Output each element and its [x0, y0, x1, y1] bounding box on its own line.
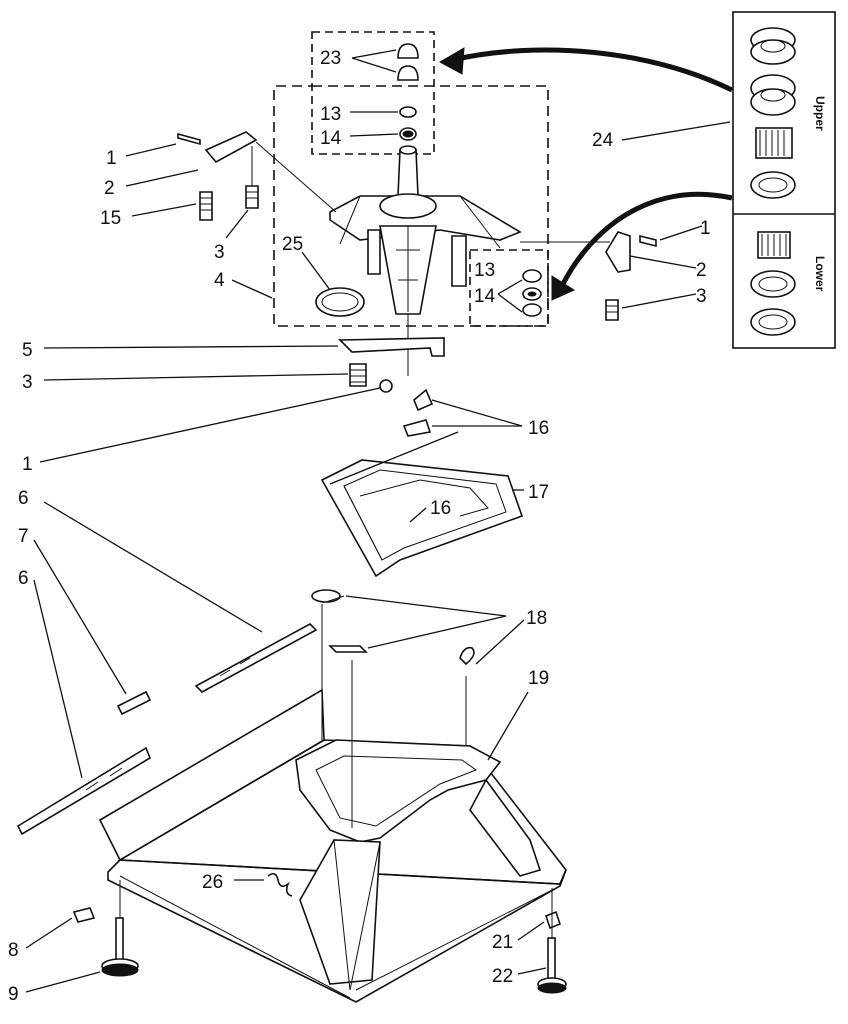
right-bracket-parts — [520, 231, 657, 321]
callout-13: 13 — [320, 104, 341, 125]
detail-box-23-13-14 — [311, 31, 435, 155]
callout-6: 6 — [18, 488, 29, 509]
callout-1: 1 — [106, 148, 117, 169]
callout-9: 9 — [8, 984, 19, 1005]
part-6-rail-upper — [194, 623, 318, 693]
part-22-leg — [537, 888, 567, 994]
part-1-bolt-lower — [379, 379, 393, 393]
part-21-nut — [545, 910, 561, 930]
callout-4: 4 — [214, 270, 225, 291]
callout-16-lower: 16 — [430, 498, 451, 519]
part-26-clip — [267, 872, 293, 897]
detail-box-13-14-right — [469, 249, 549, 327]
callout-14: 14 — [320, 128, 342, 149]
callout-8: 8 — [8, 940, 19, 961]
bearing-kit-box: Upper Lower — [732, 11, 836, 349]
part-17-platform — [320, 459, 524, 578]
leader-lines — [25, 49, 731, 993]
callout-13-right: 13 — [474, 260, 495, 281]
callout-25: 25 — [282, 234, 303, 255]
callout-3: 3 — [214, 242, 225, 263]
callout-24: 24 — [592, 130, 614, 151]
lower-bearing-set — [750, 231, 796, 336]
callout-19: 19 — [528, 668, 549, 689]
arrow-lower-to-14 — [551, 191, 733, 301]
callout-18: 18 — [526, 608, 547, 629]
callout-17: 17 — [528, 482, 549, 503]
part-3-spring-lower — [349, 363, 367, 387]
callout-22: 22 — [492, 966, 513, 987]
callout-1-right: 1 — [700, 218, 711, 239]
part-19-base-frame — [98, 604, 567, 1003]
callout-14-right: 14 — [474, 286, 496, 307]
callout-7: 7 — [18, 526, 29, 547]
part-5-brace — [338, 337, 445, 357]
arrow-upper-to-23 — [438, 47, 734, 93]
callout-23: 23 — [320, 48, 341, 69]
callout-3-lower: 3 — [22, 372, 33, 393]
callout-21: 21 — [492, 932, 513, 953]
callout-15: 15 — [100, 208, 121, 229]
upper-bearing-set — [750, 27, 796, 199]
assembly-box-4 — [273, 85, 549, 327]
left-bracket-parts — [177, 131, 337, 221]
callout-3-right: 3 — [696, 286, 707, 307]
transmission-mount — [329, 145, 522, 376]
callout-6-lower: 6 — [18, 568, 29, 589]
part-6-rail-lower — [16, 746, 151, 836]
part-18-pads — [311, 589, 475, 666]
callout-2-right: 2 — [696, 260, 707, 281]
callout-2: 2 — [104, 178, 115, 199]
part-7-pin — [116, 690, 152, 716]
callout-26: 26 — [202, 872, 223, 893]
callout-labels: 1 2 15 3 4 25 23 13 14 24 1 2 3 13 14 5 … — [8, 48, 711, 1005]
part-25-ring — [315, 287, 365, 317]
callout-1-lower: 1 — [22, 454, 33, 475]
part-8-nut — [72, 907, 96, 923]
callout-16: 16 — [528, 418, 549, 439]
upper-label: Upper — [813, 96, 827, 131]
part-9-leg — [101, 880, 139, 977]
lower-label: Lower — [813, 256, 827, 292]
part-23-cap-upper — [397, 43, 419, 141]
callout-5: 5 — [22, 340, 33, 361]
